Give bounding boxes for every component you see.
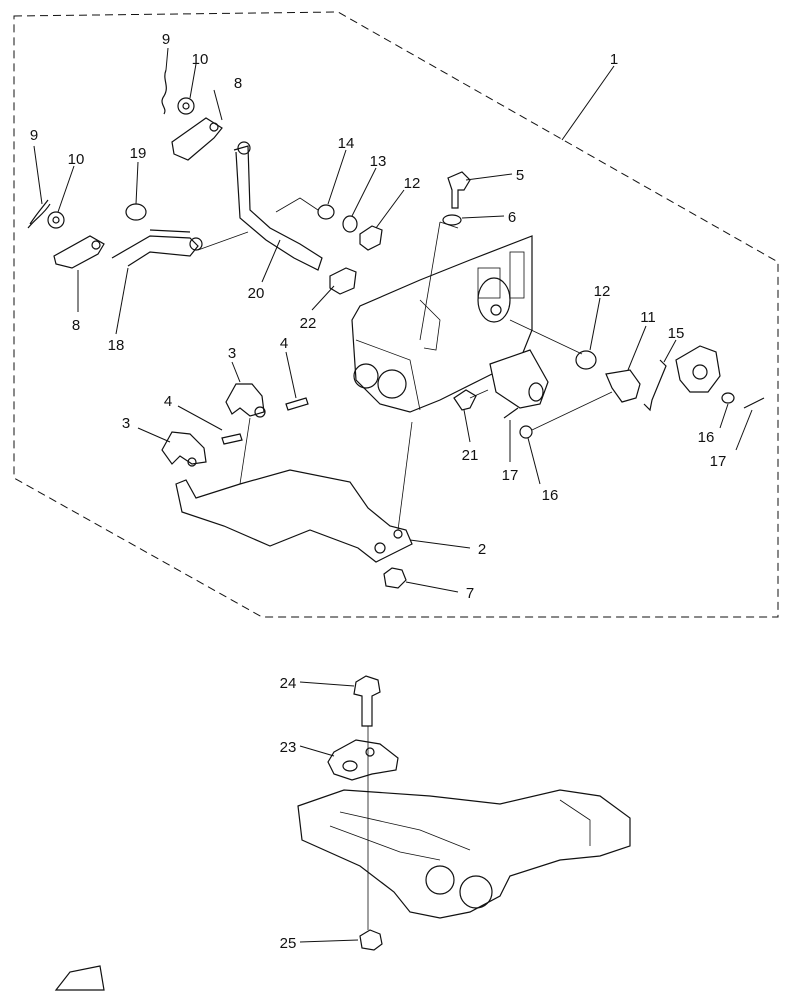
callout-5: 5 <box>516 167 524 184</box>
pin-4-upper <box>285 397 309 411</box>
callout-8a: 8 <box>234 75 242 92</box>
callout-11: 11 <box>640 309 656 326</box>
callout-19: 19 <box>130 145 147 162</box>
callout-10a: 10 <box>192 51 209 68</box>
bolt-21 <box>453 389 477 411</box>
callout-1: 1 <box>610 51 618 68</box>
callout-4a: 4 <box>280 335 288 352</box>
callout-6: 6 <box>508 209 516 226</box>
callout-10b: 10 <box>68 151 85 168</box>
rod-end-8-upper <box>171 117 223 161</box>
washer-14 <box>317 204 335 220</box>
callout-21: 21 <box>462 447 479 464</box>
cotter-pin-17-right <box>743 397 765 409</box>
cotter-pin-9-left <box>27 199 51 229</box>
callout-9a: 9 <box>162 31 170 48</box>
shaft-20 <box>233 145 323 271</box>
collar-19 <box>125 203 147 221</box>
nut-7 <box>383 567 407 589</box>
callout-20: 20 <box>248 285 265 302</box>
link-15 <box>643 359 667 412</box>
assembly-outline <box>13 11 779 618</box>
callout-16a: 16 <box>698 429 715 446</box>
callout-24: 24 <box>280 675 297 692</box>
callout-4b: 4 <box>164 393 172 410</box>
cotter-pin-17-lower <box>503 407 519 419</box>
callout-12a: 12 <box>404 175 421 192</box>
leader-lines <box>33 47 753 943</box>
nut-25 <box>359 929 383 951</box>
bushing-12-right <box>575 350 597 370</box>
cam-plate <box>675 345 721 393</box>
lever-11 <box>605 369 641 403</box>
bolt-5 <box>447 171 471 209</box>
callout-15: 15 <box>668 325 685 342</box>
bolt-24 <box>353 675 381 727</box>
pin-4-lower <box>221 433 243 445</box>
bracket-2 <box>175 469 413 563</box>
callout-7: 7 <box>466 585 474 602</box>
callout-18: 18 <box>108 337 125 354</box>
callout-17a: 17 <box>710 453 727 470</box>
callout-17b: 17 <box>502 467 519 484</box>
logo-mark <box>54 965 105 991</box>
bracket-23 <box>327 739 399 781</box>
cam-3-lower <box>161 431 207 465</box>
bushing-12-upper <box>359 225 383 251</box>
washer-10-upper <box>177 97 195 115</box>
rod-end-8-left <box>53 235 105 269</box>
washer-16-lower <box>519 425 533 439</box>
cotter-pin-9-upper <box>161 69 167 115</box>
callout-9b: 9 <box>30 127 38 144</box>
cam-3-upper <box>225 383 265 417</box>
callout-2: 2 <box>478 541 486 558</box>
washer-10-left <box>47 211 65 229</box>
callout-22: 22 <box>300 315 317 332</box>
callout-16b: 16 <box>542 487 559 504</box>
bushing-22 <box>329 267 357 295</box>
callout-13: 13 <box>370 153 387 170</box>
washer-6 <box>442 214 462 226</box>
callout-3a: 3 <box>228 345 236 362</box>
callout-12b: 12 <box>594 283 611 300</box>
callout-25: 25 <box>280 935 297 952</box>
callout-8b: 8 <box>72 317 80 334</box>
callout-14: 14 <box>338 135 355 152</box>
clamp-bracket <box>297 789 631 919</box>
callout-23: 23 <box>280 739 297 756</box>
lock-washer-13 <box>342 215 358 233</box>
washer-16-right <box>721 392 735 404</box>
shift-lever-18 <box>111 235 199 267</box>
detent-housing <box>489 349 549 409</box>
callout-3b: 3 <box>122 415 130 432</box>
